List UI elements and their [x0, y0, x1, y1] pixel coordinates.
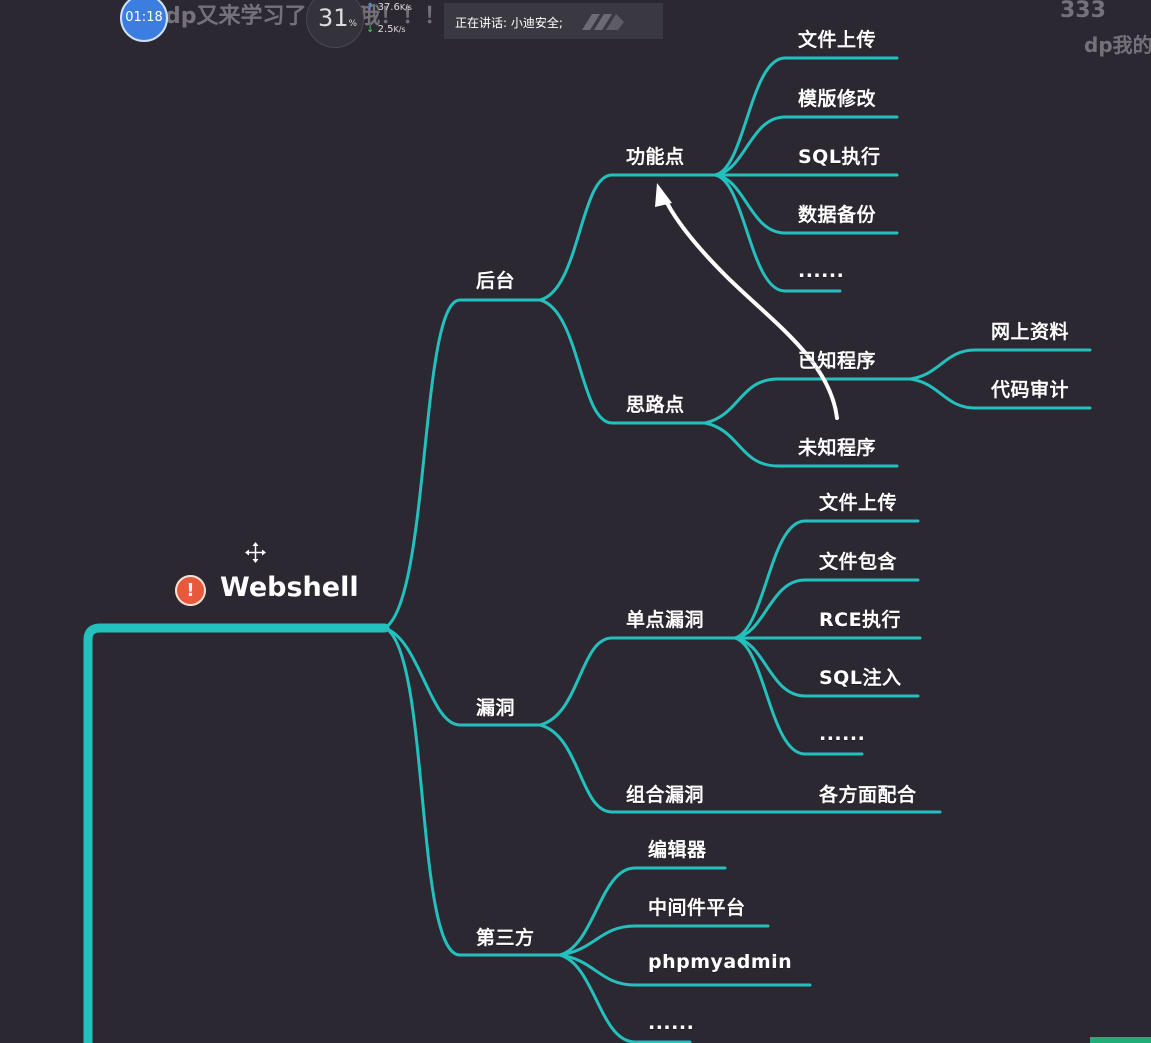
- edge-features-1: [713, 56, 899, 177]
- node-feature-item[interactable]: ......: [798, 260, 845, 282]
- root-priority-badge: !: [175, 575, 206, 606]
- node-features[interactable]: 功能点: [626, 146, 685, 168]
- node-single-item[interactable]: SQL注入: [819, 667, 902, 689]
- edge-ideas-unknown: [703, 421, 899, 468]
- recording-timer[interactable]: 01:18: [120, 0, 168, 42]
- edge-single-4: [733, 636, 920, 698]
- node-feature-item[interactable]: SQL执行: [798, 146, 881, 168]
- node-combo-vuln[interactable]: 组合漏洞: [626, 784, 705, 806]
- node-known-program[interactable]: 已知程序: [798, 350, 877, 372]
- edge-single-2: [733, 578, 920, 640]
- edge-backend-features: [538, 173, 717, 302]
- edge-single-5: [733, 636, 864, 756]
- edge-backend-ideas: [538, 298, 707, 425]
- speaking-indicator: 正在讲话: 小迪安全;: [444, 3, 663, 39]
- node-combo-item[interactable]: 各方面配合: [819, 784, 917, 806]
- move-cursor-icon: [245, 542, 266, 563]
- node-third-item[interactable]: 编辑器: [648, 839, 707, 861]
- edge-vuln-combo: [538, 723, 942, 814]
- edge-root-vuln: [383, 626, 542, 727]
- edge-third-2: [558, 924, 770, 957]
- edge-root-backend: [383, 298, 542, 630]
- edge-third-4: [558, 953, 692, 1043]
- download-speed: ↓ 2.5K/s: [366, 24, 406, 35]
- voice-wave-icon: [582, 14, 624, 30]
- node-third-item[interactable]: ......: [648, 1012, 695, 1034]
- edge-third-1: [558, 866, 727, 957]
- node-backend[interactable]: 后台: [476, 270, 516, 292]
- annotation-arrow: [662, 195, 839, 420]
- network-monitor-widget[interactable]: [306, 0, 364, 48]
- node-feature-item[interactable]: 文件上传: [798, 29, 877, 51]
- edge-features-2: [713, 115, 899, 177]
- edge-features-4: [713, 173, 899, 235]
- node-third-item[interactable]: 中间件平台: [648, 897, 746, 919]
- annotation-arrowhead: [655, 183, 672, 207]
- node-vuln[interactable]: 漏洞: [476, 697, 516, 719]
- edge-single-1: [733, 519, 920, 640]
- root-node-webshell[interactable]: Webshell: [220, 572, 359, 603]
- network-percent: 31%: [318, 4, 358, 32]
- speaking-text: 正在讲话: 小迪安全;: [455, 16, 563, 30]
- node-third-item[interactable]: phpmyadmin: [648, 951, 793, 973]
- node-feature-item[interactable]: 数据备份: [798, 204, 877, 226]
- node-ideas[interactable]: 思路点: [626, 394, 685, 416]
- node-known-item[interactable]: 代码审计: [991, 379, 1070, 401]
- edge-root-third: [383, 626, 562, 957]
- node-unknown-program[interactable]: 未知程序: [798, 437, 877, 459]
- node-feature-item[interactable]: 模版修改: [798, 88, 877, 110]
- edge-vuln-single: [538, 636, 737, 727]
- edge-known-1: [908, 348, 1092, 381]
- danmaku-comment: 333: [1060, 0, 1106, 23]
- node-single-item[interactable]: 文件上传: [819, 492, 898, 514]
- danmaku-comment: dp我的: [1084, 33, 1151, 57]
- node-single-item[interactable]: ......: [819, 723, 866, 745]
- edge-features-5: [713, 173, 842, 293]
- edge-ideas-known: [703, 377, 912, 425]
- node-single-vuln[interactable]: 单点漏洞: [626, 609, 705, 631]
- edge-known-2: [908, 377, 1092, 410]
- node-third-party[interactable]: 第三方: [476, 927, 535, 949]
- edge-third-3: [558, 953, 812, 987]
- corner-status-bar: [1090, 1037, 1151, 1043]
- node-single-item[interactable]: 文件包含: [819, 551, 898, 573]
- upload-speed: ↑ 37.6K/s: [366, 2, 412, 13]
- node-known-item[interactable]: 网上资料: [991, 321, 1070, 343]
- root-trunk: [83, 623, 390, 1043]
- node-single-item[interactable]: RCE执行: [819, 609, 902, 631]
